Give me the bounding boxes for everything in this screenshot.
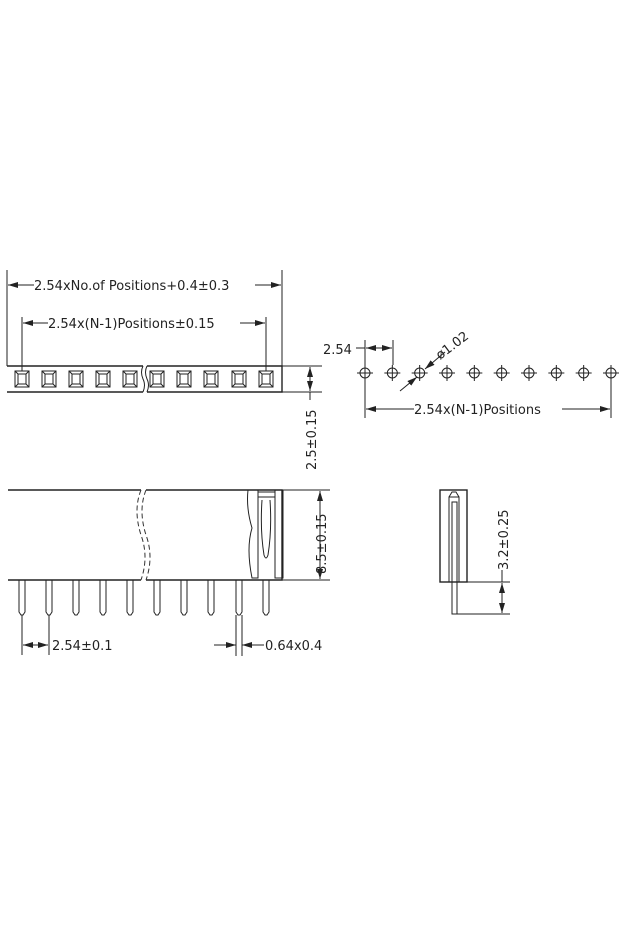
pin (45, 580, 53, 616)
hole-pitch-label: 2.54 (323, 343, 352, 358)
side-view: 3.2±0.25 (439, 489, 512, 615)
break-line (141, 365, 149, 393)
side-pin (451, 501, 458, 615)
contact-squares (14, 370, 274, 388)
pcb-holes (357, 365, 619, 381)
contact-square (122, 370, 138, 388)
pin (18, 580, 26, 616)
overall-length-label: 2.54xNo.of Positions+0.4±0.3 (34, 279, 229, 294)
contact-square (258, 370, 274, 388)
front-view: 8.5±0.15 2.54±0.1 0.64x0.4 (8, 489, 330, 656)
pitch-span-label: 2.54x(N-1)Positions (414, 403, 541, 418)
top-view: 2.54xNo.of Positions+0.4±0.3 2.54x(N-1)P… (6, 270, 322, 470)
leader-line (399, 376, 418, 392)
side-view-body (439, 489, 468, 583)
contact-square (95, 370, 111, 388)
pin (126, 580, 134, 616)
pcb-hole (439, 365, 455, 381)
pin-size-label: 0.64x0.4 (265, 639, 322, 654)
cutaway-section (247, 489, 284, 579)
height-label: 8.5±0.15 (315, 513, 330, 574)
contact-square (231, 370, 247, 388)
pin (207, 580, 215, 616)
contact-square (176, 370, 192, 388)
pcb-hole (466, 365, 483, 381)
front-view-body (8, 489, 283, 581)
contact-square (203, 370, 219, 388)
pcb-hole (521, 365, 537, 381)
break-line (136, 489, 151, 581)
pitch-tolerance-label: 2.54±0.1 (52, 639, 113, 654)
contact-square (68, 370, 84, 388)
pin (72, 580, 80, 616)
pcb-layout: 2.54 ø1.02 2.54x(N-1)Positions (323, 329, 619, 418)
pin (180, 580, 188, 616)
pcb-hole (384, 365, 401, 381)
pin (153, 580, 161, 616)
pin (262, 580, 270, 616)
leader-line (424, 351, 446, 370)
pin (235, 580, 243, 616)
pin-length-label: 3.2±0.25 (497, 509, 512, 570)
pcb-hole (575, 365, 592, 381)
contact-spring (260, 499, 272, 559)
pitch-span-tolerance-label: 2.54x(N-1)Positions±0.15 (48, 317, 215, 332)
pcb-hole (411, 365, 428, 381)
pcb-hole (493, 365, 510, 381)
pcb-hole (548, 365, 565, 381)
hole-diameter-label: ø1.02 (433, 329, 472, 363)
width-label: 2.5±0.15 (305, 409, 320, 470)
contact-square (41, 370, 57, 388)
pin (99, 580, 107, 616)
top-view-body (7, 365, 283, 393)
contact-square (14, 370, 30, 388)
pins (18, 580, 270, 616)
contact-square (149, 370, 165, 388)
